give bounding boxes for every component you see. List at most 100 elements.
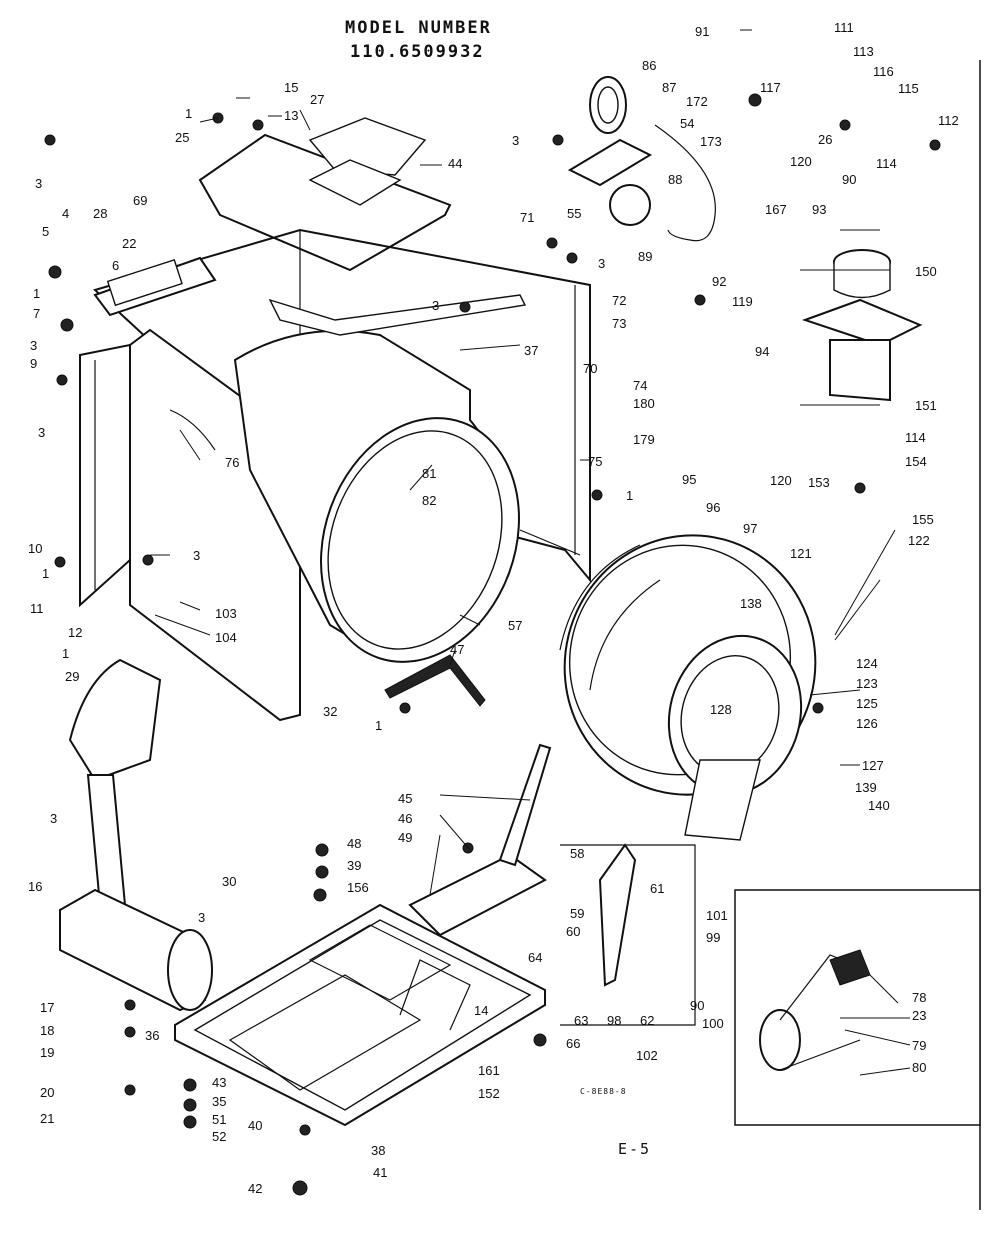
part-label: 179: [633, 432, 655, 447]
part-label: 88: [668, 172, 682, 187]
part-label: 120: [790, 154, 812, 169]
part-label: 1: [375, 718, 382, 733]
part-label: 45: [398, 791, 412, 806]
part-label: 46: [398, 811, 412, 826]
part-label: 40: [248, 1118, 262, 1133]
part-label: 119: [732, 294, 753, 309]
part-label: 71: [520, 210, 534, 225]
part-label: 37: [524, 343, 538, 358]
part-label: 117: [760, 80, 781, 95]
part-label: 10: [28, 541, 42, 556]
part-label: 72: [612, 293, 626, 308]
part-label: 39: [347, 858, 361, 873]
part-label: 1: [626, 488, 633, 503]
part-label: 180: [633, 396, 655, 411]
part-label: 21: [40, 1111, 54, 1126]
part-label: 139: [855, 780, 877, 795]
part-label: 3: [598, 256, 605, 271]
part-label: 76: [225, 455, 239, 470]
part-label: 151: [915, 398, 937, 413]
inset-detail: [734, 889, 981, 1126]
part-label: 167: [765, 202, 787, 217]
part-label: 22: [122, 236, 136, 251]
part-label: 4: [62, 206, 69, 221]
part-label: 93: [812, 202, 826, 217]
blower-housing: [801, 249, 923, 402]
part-label: 15: [284, 80, 298, 95]
part-label: 156: [347, 880, 369, 895]
part-label: 81: [422, 466, 436, 481]
base-frame: [174, 903, 546, 1127]
part-label: 30: [222, 874, 236, 889]
part-label: 1: [42, 566, 49, 581]
part-label: 102: [636, 1048, 658, 1063]
part-label: 75: [588, 454, 602, 469]
part-label: 70: [583, 361, 597, 376]
part-label: 79: [912, 1038, 926, 1053]
part-label: 52: [212, 1129, 226, 1144]
part-label: 12: [68, 625, 82, 640]
part-label: 87: [662, 80, 676, 95]
part-label: 63: [574, 1013, 588, 1028]
part-label: 101: [706, 908, 728, 923]
part-label: 128: [710, 702, 732, 717]
part-label: 28: [93, 206, 107, 221]
part-label: 90: [690, 998, 704, 1013]
part-label: 27: [310, 92, 324, 107]
part-label: 80: [912, 1060, 926, 1075]
part-label: 114: [876, 156, 897, 171]
part-label: 114: [905, 430, 926, 445]
part-label: 59: [570, 906, 584, 921]
part-label: 138: [740, 596, 762, 611]
part-label: 94: [755, 344, 769, 359]
part-label: 99: [706, 930, 720, 945]
part-label: 26: [818, 132, 832, 147]
part-label: 152: [478, 1086, 500, 1101]
part-label: 126: [856, 716, 878, 731]
part-label: 98: [607, 1013, 621, 1028]
part-label: 6: [112, 258, 119, 273]
part-label: 89: [638, 249, 652, 264]
part-label: 86: [642, 58, 656, 73]
leader-lines: [150, 29, 911, 1076]
part-label: 23: [912, 1008, 926, 1023]
part-label: 42: [248, 1181, 262, 1196]
part-label: 100: [702, 1016, 724, 1031]
part-label: 55: [567, 206, 581, 221]
part-label: 57: [508, 618, 522, 633]
part-label: 104: [215, 630, 237, 645]
part-label: 125: [856, 696, 878, 711]
part-label: 36: [145, 1028, 159, 1043]
part-label: 20: [40, 1085, 54, 1100]
part-label: 115: [898, 81, 919, 96]
front-bulkhead: [559, 534, 817, 841]
part-number-labels: 3 4 28 69 5 22 6 1 7 3 9 3 10 1 11 12 1 …: [28, 20, 959, 1196]
part-label: 16: [28, 879, 42, 894]
part-label: 112: [938, 113, 959, 128]
part-label: 47: [450, 642, 464, 657]
part-label: 172: [686, 94, 708, 109]
part-label: 44: [448, 156, 462, 171]
part-label: 54: [680, 116, 694, 131]
part-label: 3: [512, 133, 519, 148]
part-label: 60: [566, 924, 580, 939]
part-label: 96: [706, 500, 720, 515]
part-label: 153: [808, 475, 830, 490]
part-label: 3: [30, 338, 37, 353]
part-label: 3: [432, 298, 439, 313]
part-label: 29: [65, 669, 79, 684]
part-label: 66: [566, 1036, 580, 1051]
part-label: 38: [371, 1143, 385, 1158]
part-label: 1: [185, 106, 192, 121]
part-label: 123: [856, 676, 878, 691]
part-label: 41: [373, 1165, 387, 1180]
part-label: 13: [284, 108, 298, 123]
part-label: 9: [30, 356, 37, 371]
part-label: 124: [856, 656, 878, 671]
drum: [233, 294, 527, 663]
part-label: 140: [868, 798, 890, 813]
idler-assembly-box: [560, 843, 696, 1026]
part-label: 127: [862, 758, 884, 773]
page-reference: E-5: [618, 1140, 652, 1158]
